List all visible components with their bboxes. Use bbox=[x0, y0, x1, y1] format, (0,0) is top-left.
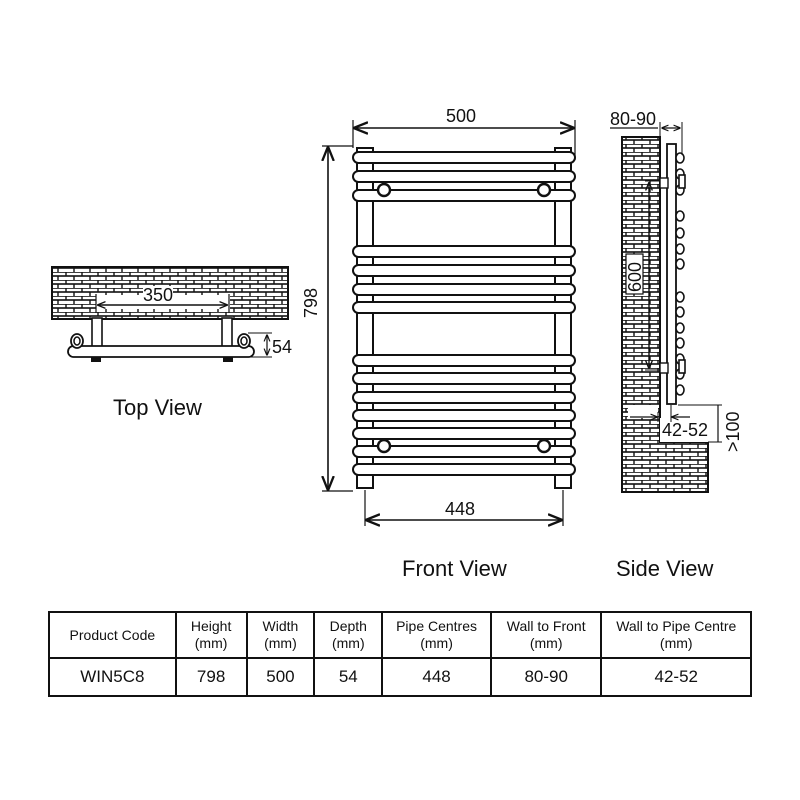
bracket-icon bbox=[376, 438, 392, 454]
bracket-icon bbox=[536, 182, 552, 198]
table-header-row: Product Code Height(mm) Width(mm) Depth(… bbox=[48, 611, 752, 659]
header-width: Width(mm) bbox=[245, 611, 316, 659]
bracket-icon bbox=[536, 438, 552, 454]
cell-product-code: WIN5C8 bbox=[48, 657, 177, 697]
top-pipe-span-label: 350 bbox=[143, 285, 174, 305]
header-wall-to-front: Wall to Front(mm) bbox=[489, 611, 603, 659]
bracket-icon bbox=[376, 182, 392, 198]
side-view-drawing bbox=[610, 122, 722, 493]
cell-height: 798 bbox=[174, 657, 248, 697]
side-bracket-height-label: 600 bbox=[625, 261, 645, 292]
top-view-drawing bbox=[51, 266, 289, 362]
side-wall-to-pipe-label: 42-52 bbox=[662, 420, 709, 440]
cell-pipe-centres: 448 bbox=[381, 657, 492, 697]
top-depth-label: 54 bbox=[272, 337, 293, 357]
front-height-label: 798 bbox=[301, 287, 321, 318]
spec-table: Product Code Height(mm) Width(mm) Depth(… bbox=[48, 611, 752, 697]
cell-wall-to-pipe-centre: 42-52 bbox=[600, 657, 752, 697]
table-row: WIN5C8 798 500 54 448 80-90 42-52 bbox=[48, 657, 752, 697]
cell-width: 500 bbox=[245, 657, 316, 697]
header-product-code: Product Code bbox=[48, 611, 177, 659]
side-wall-to-front-label: 80-90 bbox=[610, 109, 657, 129]
cell-depth: 54 bbox=[313, 657, 384, 697]
cell-wall-to-front: 80-90 bbox=[489, 657, 603, 697]
header-wall-to-pipe-centre: Wall to Pipe Centre(mm) bbox=[600, 611, 752, 659]
front-pipe-centres-label: 448 bbox=[445, 499, 476, 519]
header-depth: Depth(mm) bbox=[313, 611, 384, 659]
side-floor-clearance-label: >100 bbox=[723, 411, 743, 452]
front-width-label: 500 bbox=[446, 106, 477, 126]
front-view-drawing bbox=[322, 120, 576, 526]
top-view-title: Top View bbox=[113, 395, 202, 420]
front-view-title: Front View bbox=[402, 556, 507, 581]
header-pipe-centres: Pipe Centres(mm) bbox=[381, 611, 492, 659]
side-view-title: Side View bbox=[616, 556, 714, 581]
header-height: Height(mm) bbox=[174, 611, 248, 659]
